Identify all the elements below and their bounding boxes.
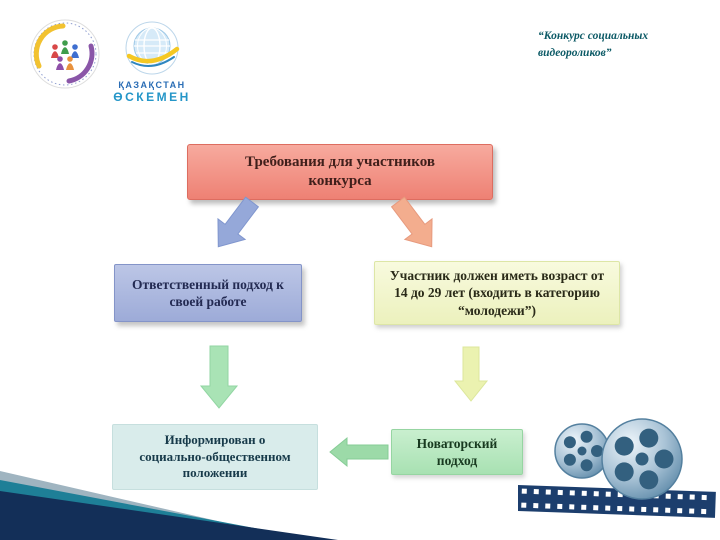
org-emblem-icon: [30, 19, 100, 89]
arrow-root-to-left-icon: [217, 196, 260, 248]
logo-text-kazakhstan: ҚАЗАҚСТАН: [118, 80, 186, 90]
slide-title: “Конкурс социальных видеороликов”: [538, 28, 713, 61]
film-reel-front-icon: [601, 418, 683, 500]
arrow-left-down-icon: [199, 345, 239, 409]
kazakhstan-oskemen-logo: ҚАЗАҚСТАН ӨСКЕМЕН: [108, 20, 196, 104]
film-reel-back-icon: [554, 423, 610, 479]
globe-logo-icon: [125, 21, 180, 75]
arrow-root-to-right-icon: [390, 196, 433, 248]
node-informed-society: Информирован о социально-общественном по…: [112, 424, 318, 490]
slide-title-line1: “Конкурс социальных: [538, 30, 649, 42]
arrow-link-left-icon: [329, 436, 389, 468]
node-innovative-approach: Новаторский подход: [391, 429, 523, 475]
slide-title-line2: видеороликов”: [538, 46, 612, 59]
film-strip-icon: [518, 485, 716, 518]
children-figures-icon: [51, 40, 79, 70]
node-responsible-approach: Ответственный подход к своей работе: [114, 264, 302, 322]
film-reel-icon: [518, 418, 716, 518]
node-age-requirement: Участник должен иметь возраст от 14 до 2…: [374, 261, 620, 325]
org-emblem-logo: [27, 16, 103, 92]
arrow-right-down-icon: [453, 346, 489, 402]
corner-stripe-navy: [0, 491, 338, 540]
logo-text-oskemen: ӨСКЕМЕН: [113, 90, 191, 104]
node-requirements-root: Требования для участников конкурса: [187, 144, 493, 200]
